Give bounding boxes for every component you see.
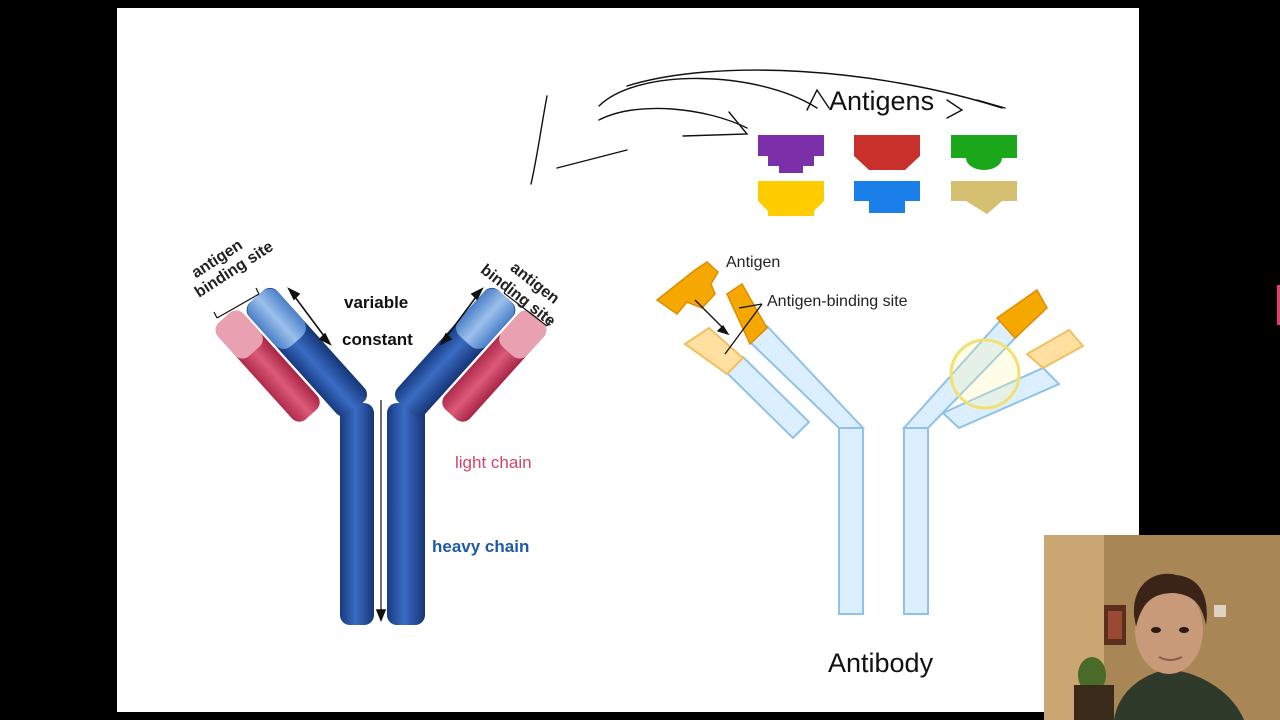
antigen-purple	[758, 135, 824, 173]
label-light-chain: light chain	[455, 453, 532, 472]
label-heavy-chain: heavy chain	[432, 537, 529, 556]
antigens-title: Antigens	[829, 86, 934, 116]
label-antigen-binding-site: Antigen-binding site	[767, 293, 908, 310]
antigen-red	[854, 135, 920, 170]
right-antigens	[655, 261, 1048, 346]
label-antibody: Antibody	[828, 648, 934, 678]
label-variable: variable	[344, 293, 408, 312]
window-edge-strip	[1277, 285, 1280, 325]
label-constant: constant	[342, 330, 413, 349]
antigen-blue	[854, 181, 920, 213]
antigen-yellow	[758, 181, 824, 216]
heavy-stem-right	[387, 403, 425, 625]
webcam-overlay	[1044, 535, 1280, 720]
label-binding-site-left: binding site antigen	[189, 237, 277, 302]
antigen-tan	[951, 181, 1017, 214]
presenter-video	[1044, 535, 1280, 720]
heavy-stem-left	[340, 403, 374, 625]
cursor-highlight	[949, 338, 1021, 410]
handwritten-annotations	[530, 69, 1006, 185]
label-antigen: Antigen	[726, 254, 780, 271]
right-antibody	[683, 311, 1085, 615]
left-antibody	[213, 286, 552, 625]
slide-drawing: Antigens	[189, 69, 1085, 678]
antigen-green	[951, 135, 1017, 170]
slide-canvas: Antigens	[117, 8, 1139, 712]
